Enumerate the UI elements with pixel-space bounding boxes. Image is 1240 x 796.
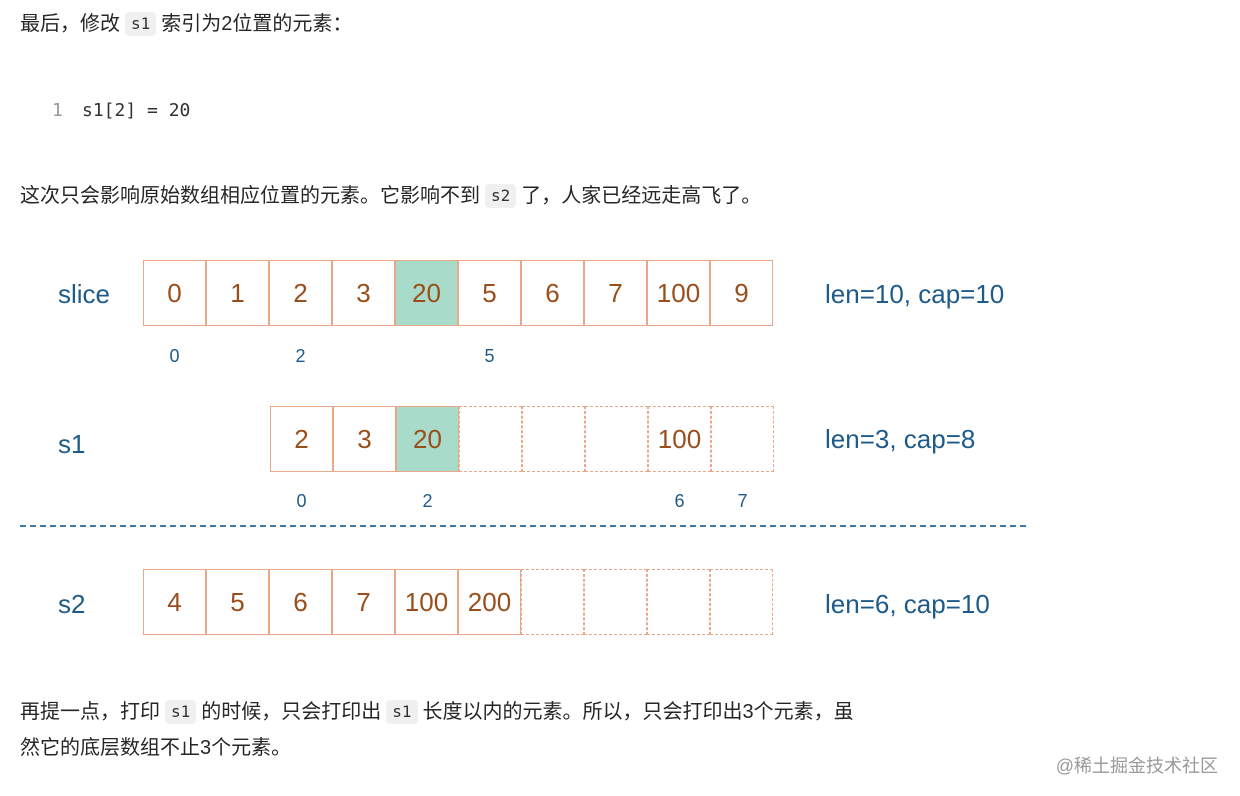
s1-index-label: 7	[737, 491, 748, 511]
s2-cell: 7	[332, 569, 395, 635]
s1-info: len=3, cap=8	[825, 424, 976, 454]
slice-index-label: 2	[295, 346, 306, 366]
inline-code-s1: s1	[125, 12, 157, 36]
s2-cell: 200	[458, 569, 521, 635]
slice-cell: 5	[458, 260, 521, 326]
s1-cell: 3	[333, 406, 396, 472]
slice-cell: 9	[710, 260, 773, 326]
s1-index-label: 0	[296, 491, 307, 511]
s2-label: s2	[58, 589, 86, 619]
slice-cell: 100	[647, 260, 710, 326]
s1-cell	[522, 406, 585, 472]
outro-p1: 再提一点，打印	[20, 701, 160, 723]
inline-code-s1-b: s1	[386, 700, 418, 724]
s2-cell	[647, 569, 710, 635]
code-line: s1[2] = 20	[82, 100, 191, 121]
s1-label: s1	[58, 429, 86, 459]
slice-cell: 20	[395, 260, 458, 326]
slice-label: slice	[58, 279, 111, 309]
s1-cell	[711, 406, 774, 472]
slice-index-label: 0	[169, 346, 180, 366]
slice-index-label: 5	[484, 346, 495, 366]
slice-cell: 6	[521, 260, 584, 326]
outro-p3: 长度以内的元素。所以，只会打印出3个元素，虽	[422, 701, 854, 723]
s2-cell	[710, 569, 773, 635]
slice-cell: 0	[143, 260, 206, 326]
inline-code-s2: s2	[485, 184, 517, 208]
line-number: 1	[52, 100, 63, 121]
s2-cell: 5	[206, 569, 269, 635]
s2-cell: 6	[269, 569, 332, 635]
intro-after: 索引为2位置的元素：	[161, 13, 353, 35]
s1-index-label: 6	[674, 491, 685, 511]
s1-index-label: 2	[422, 491, 433, 511]
explain-after: 了，人家已经远走高飞了。	[521, 185, 762, 207]
watermark: @稀土掘金技术社区	[1055, 756, 1218, 776]
outro-text-line2: 然它的底层数组不止3个元素。	[20, 730, 291, 766]
inline-code-s1-a: s1	[165, 700, 197, 724]
s2-cell: 100	[395, 569, 458, 635]
slice-cell: 2	[269, 260, 332, 326]
explain-before: 这次只会影响原始数组相应位置的元素。它影响不到	[20, 185, 480, 207]
s1-cell: 2	[270, 406, 333, 472]
s1-cell	[459, 406, 522, 472]
s2-cell	[521, 569, 584, 635]
slice-info: len=10, cap=10	[825, 279, 1005, 309]
slice-cell: 1	[206, 260, 269, 326]
slice-cell: 7	[584, 260, 647, 326]
outro-line2: 然它的底层数组不止3个元素。	[20, 737, 292, 759]
slice-cell: 3	[332, 260, 395, 326]
divider-dashed	[20, 525, 1026, 527]
s2-cell: 4	[143, 569, 206, 635]
s2-cell	[584, 569, 647, 635]
intro-before: 最后，修改	[20, 13, 120, 35]
s1-cell: 100	[648, 406, 711, 472]
code-block: 1 s1[2] = 20	[20, 88, 1040, 136]
outro-p2: 的时候，只会打印出	[201, 701, 382, 723]
s2-info: len=6, cap=10	[825, 589, 990, 619]
s1-cell: 20	[396, 406, 459, 472]
s1-cell	[585, 406, 648, 472]
